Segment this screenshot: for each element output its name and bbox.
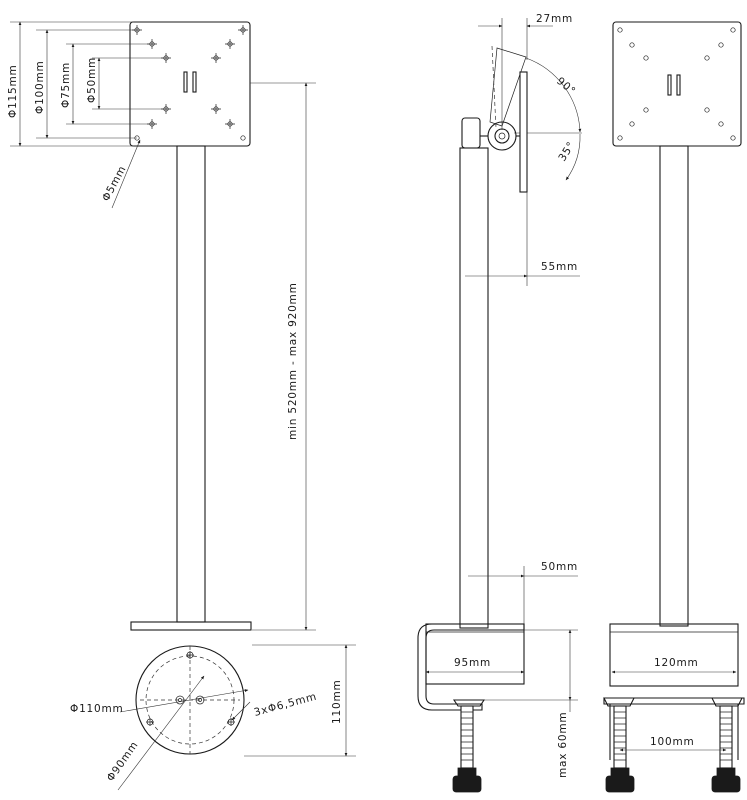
dim-phi50: Φ50mm <box>86 57 98 103</box>
dim-phi75: Φ75mm <box>60 62 72 108</box>
dim-height-range: min 520mm - max 920mm <box>287 282 299 440</box>
dim-base-depth: 110mm <box>331 680 343 725</box>
plate-holes <box>132 25 248 141</box>
back-pole <box>659 145 689 627</box>
back-screw-right <box>719 705 733 769</box>
back-clamp-body <box>609 623 739 687</box>
plate-dimension-lines <box>10 21 164 147</box>
back-screw-left <box>613 705 627 769</box>
dim-phi90: Φ90mm <box>105 739 141 784</box>
dim-90deg: 90° <box>554 75 578 98</box>
dim-27mm: 27mm <box>536 13 573 25</box>
vesa-plate <box>129 21 251 147</box>
dim-phi5: Φ5mm <box>100 164 129 204</box>
plate-slot <box>192 71 197 93</box>
side-pole <box>459 147 489 629</box>
dim-base-holes: 3xΦ6,5mm <box>253 691 319 719</box>
dim-95mm: 95mm <box>454 657 491 669</box>
dim-35deg: 35° <box>556 139 577 163</box>
pole <box>176 145 206 623</box>
dim-phi100: Φ100mm <box>34 60 46 114</box>
plate-slot <box>183 71 188 93</box>
front-view: Φ115mm Φ100mm Φ75mm Φ50mm Φ5mm min 520mm… <box>7 21 356 791</box>
plate-edge <box>519 71 528 193</box>
dim-50mm: 50mm <box>541 561 578 573</box>
dim-120mm: 120mm <box>654 657 699 669</box>
c-clamp <box>417 623 525 711</box>
dim-phi110: Φ110mm <box>70 703 124 715</box>
clamp-screw <box>460 705 474 769</box>
pole-cap <box>461 117 481 149</box>
base-plate <box>130 621 252 631</box>
dim-100mm: 100mm <box>650 736 695 748</box>
back-view: 120mm 100mm <box>603 21 745 793</box>
side-view: 27mm 90° 35° 55mm 50mm <box>417 13 582 793</box>
dim-phi115: Φ115mm <box>7 64 19 118</box>
back-plate-holes <box>617 27 736 141</box>
dim-max-60mm: max 60mm <box>557 712 569 778</box>
dim-55mm: 55mm <box>541 261 578 273</box>
